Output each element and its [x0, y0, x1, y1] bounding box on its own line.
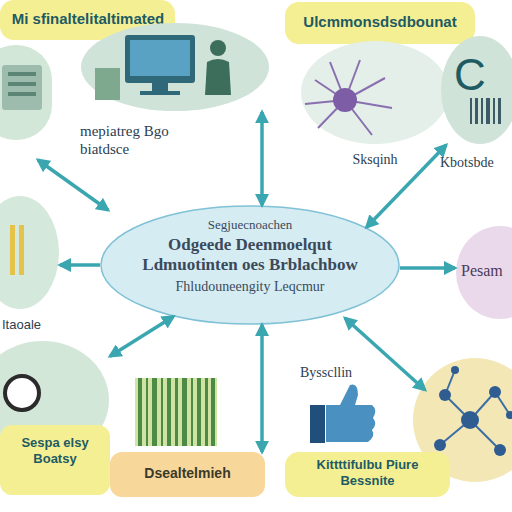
network-lines	[440, 370, 510, 450]
barcode-back	[135, 378, 217, 446]
topic-bubble-shape	[81, 23, 269, 111]
network-nodes	[434, 366, 512, 456]
node-text: C	[454, 49, 504, 102]
topic-bubble: Sksqinh	[300, 40, 450, 145]
monitor-base	[140, 91, 180, 95]
person-body	[205, 59, 231, 95]
connector-arrow	[110, 317, 173, 357]
yellow-label: Kittttifulbu Piure Bessnite	[285, 452, 450, 497]
side-bubble	[0, 45, 52, 140]
node-text: Fhludouneengity Leqcmur	[170, 279, 330, 296]
topic-bubble-outline	[0, 195, 60, 310]
node-text: Segjuecnoachen	[100, 217, 400, 233]
node-text: Kittttifulbu Piure Bessnite	[290, 457, 445, 488]
neuron-dendrites	[305, 60, 392, 135]
neuron-body	[333, 88, 357, 112]
central-topic: SegjuecnoachenOdgeede Deenmoelqut Ldmuot…	[100, 205, 400, 325]
server-icon	[95, 68, 120, 100]
monitor-screen	[130, 40, 190, 76]
monitor-stand	[152, 83, 168, 91]
connector-arrow	[367, 145, 447, 227]
node-text: Ulcmmonsdsdbounat	[293, 13, 467, 31]
thumb-cuff	[310, 405, 325, 443]
topic-bubble: mepiatreg Bgo biatdsce	[80, 22, 270, 112]
node-text: Itaoale	[2, 317, 72, 333]
yellow-label: Ulcmmonsdsdbounat	[285, 2, 475, 44]
node-text: Dsealtelmieh	[115, 465, 260, 482]
node-text: Sksqinh	[325, 152, 425, 169]
topic-bubble: Pesam	[455, 225, 512, 320]
connector-arrow	[260, 325, 264, 452]
thumbs-up-icon	[326, 384, 375, 442]
pointer-arrow	[345, 318, 425, 390]
node-text: Mi sfinaltelitaltimated	[8, 10, 168, 28]
connector-arrow	[60, 263, 100, 267]
node-text: mepiatreg Bgo biatdsce	[80, 122, 220, 158]
node-text: Bysscllin	[300, 365, 380, 382]
topic-bubble-shape	[301, 41, 449, 144]
central-topic-shape	[101, 206, 399, 324]
device-line	[8, 72, 36, 76]
connector-arrow	[400, 266, 455, 270]
topic-bubble-outline	[300, 40, 450, 145]
node-text: Pesam	[461, 261, 512, 280]
connector-arrow	[260, 112, 264, 205]
node-text: Odgeede Deenmoelqut Ldmuotinten oes Brbl…	[130, 235, 370, 276]
node-text: Kbotsbde	[440, 155, 512, 172]
topic-bubble: Sespa elsy Boatsy	[0, 340, 110, 460]
topic-bubble-shape	[441, 36, 512, 144]
device-icon	[2, 65, 42, 110]
barcode-bars	[138, 378, 215, 446]
magnifier-icon	[5, 376, 39, 410]
topic-bubble: CKbotsbde	[440, 35, 512, 145]
person-head	[210, 40, 226, 56]
bar-icon	[470, 98, 501, 124]
topic-bubble: Itaoale	[0, 195, 60, 310]
monitor-frame	[125, 35, 195, 83]
yellow-bar	[10, 225, 15, 275]
orange-label: Dsealtelmieh	[110, 452, 265, 497]
topic-bubble-shape	[0, 196, 59, 309]
device-line	[8, 92, 36, 96]
topic-bubble-shape	[456, 226, 512, 319]
orange-label-shape	[110, 452, 265, 497]
yellow-bar	[19, 225, 24, 275]
pointer-arrow	[38, 160, 108, 210]
device-line	[8, 82, 36, 86]
yellow-label-shape	[285, 452, 450, 497]
icon-group: Bysscllin	[300, 365, 380, 450]
topic-bubble-outline	[80, 22, 270, 112]
yellow-label-shape	[285, 2, 475, 44]
node-text: Sespa elsy Boatsy	[0, 425, 110, 495]
